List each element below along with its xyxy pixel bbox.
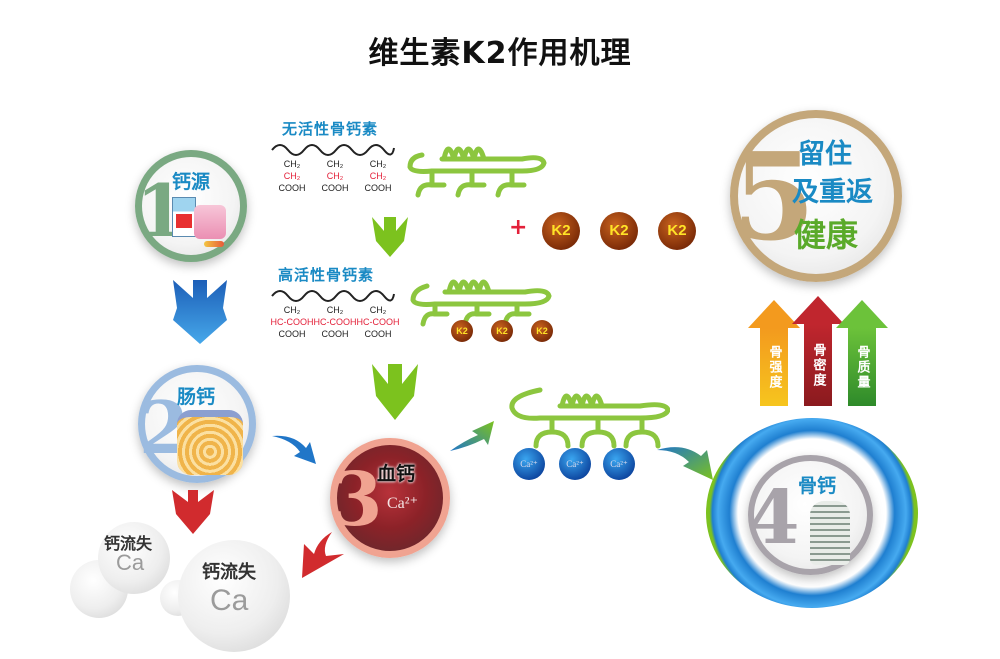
skeleton-icon [810,501,850,565]
step-4-number: 4 [748,475,800,561]
step-4-bone-calcium: 4 骨钙 [748,455,873,575]
step-5-line-1: 留住 [798,139,852,170]
calcium-loss-symbol-2: Ca [210,584,249,617]
calcium-ion-2: Ca²⁺ [559,448,591,480]
calcium-loss-symbol-1: Ca [116,550,145,575]
step-5-line-2: 及重返 [792,177,873,208]
intestines-icon [177,410,243,475]
arrow-step1-to-step2 [173,280,227,344]
calcium-ion-3: Ca²⁺ [603,448,635,480]
calcium-loss-bubble-1: 钙流失 Ca [98,522,170,594]
k2-molecule-1: K2 [542,212,580,250]
bone-strength-arrow: 骨强度 [748,300,800,406]
step-1-label: 钙源 [172,171,211,193]
step-5-line-3: 健康 [794,216,859,254]
inactive-osteocalcin-chain [271,144,395,156]
bone-strength-label: 骨强度 [760,328,788,406]
step-2-label: 肠钙 [177,386,216,408]
arrow-step3-to-calcium-loss [302,532,344,578]
bone-quality-label: 骨质量 [848,328,876,406]
bound-k2-2: K2 [491,320,513,342]
bound-k2-1: K2 [451,320,473,342]
arrow-active-to-step3 [372,364,418,420]
arrow-step2-to-step3 [272,435,316,464]
active-osteocalcin-chain [271,290,395,302]
bound-k2-3: K2 [531,320,553,342]
active-osteocalcin-title: 高活性骨钙素 [278,266,375,284]
calcium-bound-protein-icon [509,387,670,449]
step-3-number: 3 [331,457,383,543]
arrow-bound-protein-to-step4 [657,447,713,480]
arrow-step3-to-bound-protein [450,421,494,451]
step-1-calcium-source: 1 钙源 [135,150,247,262]
calcium-loss-bubble-2: 钙流失 Ca [178,540,290,652]
step-3-ion-label: Ca²⁺ [387,495,419,512]
arrow-step2-to-calcium-loss [172,490,214,534]
calcium-loss-label-2: 钙流失 [202,562,256,583]
inactive-protein-icon [407,146,547,198]
step-3-label: 血钙 [377,463,416,485]
k2-molecule-3: K2 [658,212,696,250]
active-protein-icon [410,279,552,327]
step-5-number: 5 [732,127,816,268]
calcium-ion-1: Ca²⁺ [513,448,545,480]
pills-icon [204,241,224,247]
step-3-blood-calcium: 3 血钙 Ca²⁺ [330,438,450,558]
k2-molecule-2: K2 [600,212,638,250]
milk-carton-icon [172,197,196,237]
inactive-osteocalcin-title: 无活性骨钙素 [282,120,379,138]
arrow-inactive-to-active [372,217,408,257]
bone-density-label: 骨密度 [804,324,832,406]
bone-quality-arrow: 骨质量 [836,300,888,406]
calcium-loss-label-1: 钙流失 [104,534,153,553]
plus-sign: + [509,215,528,240]
step-5-retain-health: 5 留住 及重返 健康 [730,110,902,282]
bone-density-arrow: 骨密度 [792,296,844,406]
step-4-label: 骨钙 [798,475,837,497]
step-2-intestinal-calcium: 2 肠钙 [138,365,256,483]
supplement-jar-icon [194,205,226,239]
diagram-title: 维生素K2作用机理 [368,36,632,71]
